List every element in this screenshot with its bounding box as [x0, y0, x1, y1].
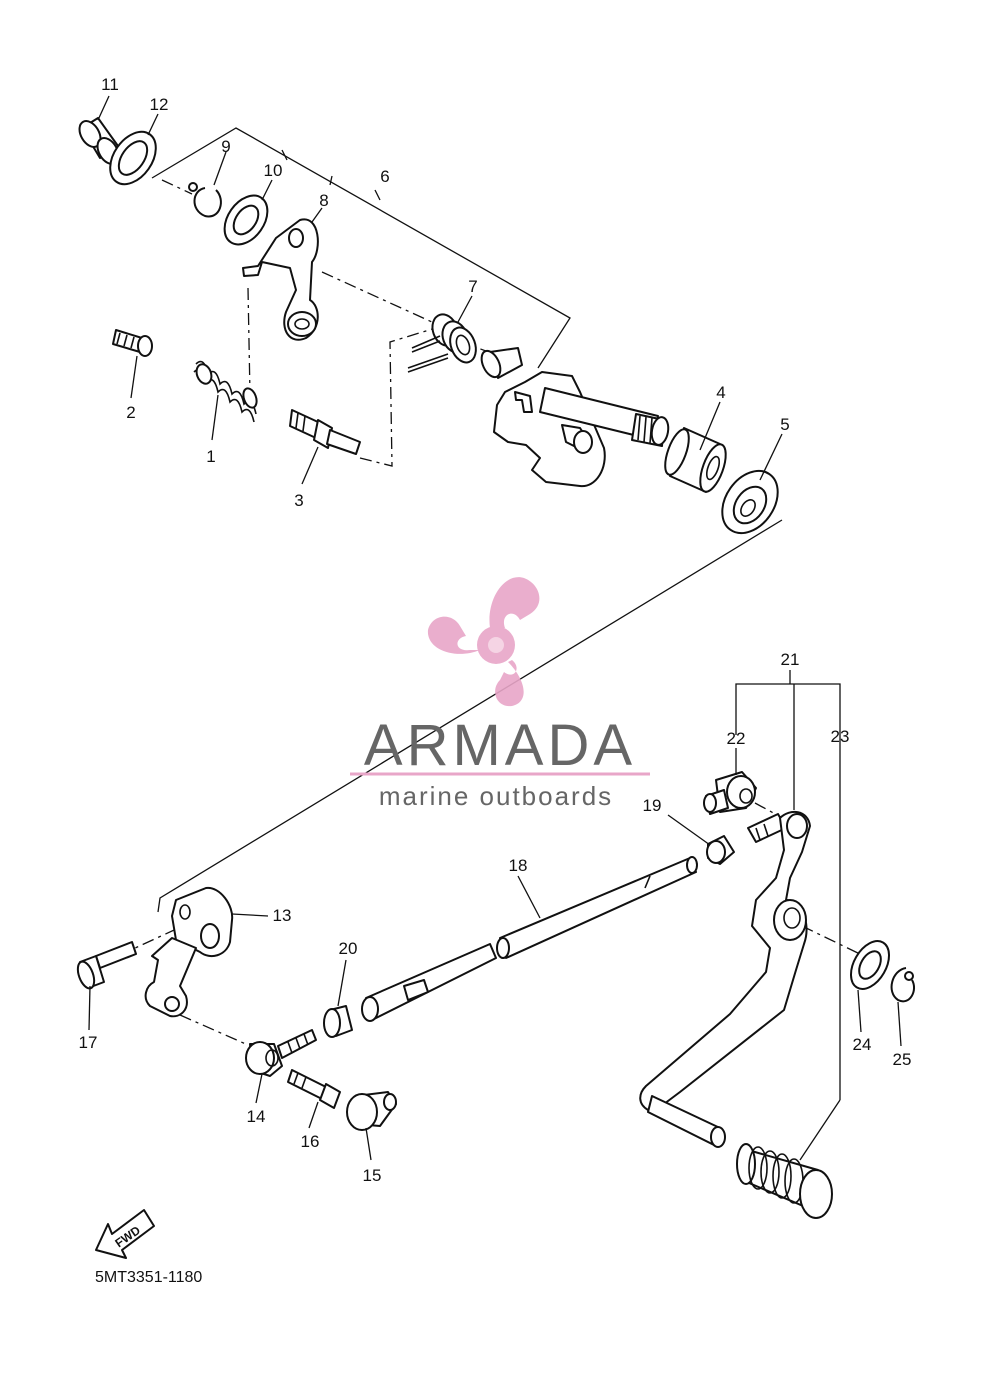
stopper-bolt-part-3 — [289, 409, 361, 455]
callout-2: 2 — [126, 403, 135, 422]
callout-4: 4 — [716, 383, 725, 402]
forward-arrow-icon: FWD — [95, 1209, 155, 1259]
callout-leaders — [88, 95, 902, 1161]
cap-part-15 — [346, 1091, 397, 1131]
callout-16: 16 — [301, 1132, 320, 1151]
callout-20: 20 — [339, 939, 358, 958]
callout-6: 6 — [380, 167, 389, 186]
callout-labels: 1 2 3 4 5 6 7 8 9 10 11 12 13 14 15 16 1… — [79, 75, 912, 1185]
callout-5: 5 — [780, 415, 789, 434]
callout-17: 17 — [79, 1033, 98, 1052]
assembly-brackets — [151, 127, 841, 1100]
pin-part-2 — [112, 329, 153, 357]
callout-18: 18 — [509, 856, 528, 875]
callout-24: 24 — [853, 1035, 872, 1054]
callout-13: 13 — [273, 906, 292, 925]
callout-7: 7 — [468, 277, 477, 296]
callout-23: 23 — [831, 727, 850, 746]
shift-shaft-part-6 — [480, 347, 670, 488]
callout-10: 10 — [264, 161, 283, 180]
callout-21: 21 — [781, 650, 800, 669]
rod-end-part-14 — [245, 1029, 317, 1077]
nut-part-20 — [323, 1005, 353, 1038]
bolt-part-17 — [76, 941, 137, 990]
callout-9: 9 — [221, 137, 230, 156]
nut-part-19 — [706, 835, 735, 865]
callout-25: 25 — [893, 1050, 912, 1069]
callout-14: 14 — [247, 1107, 266, 1126]
shift-arm-part-13 — [144, 886, 234, 1018]
armada-logo-icon — [427, 577, 540, 707]
shift-pedal-part-21 — [639, 810, 811, 1148]
circlip-part-25 — [890, 967, 916, 1003]
watermark-tagline: marine outboards — [379, 781, 613, 811]
torsion-spring-part-7 — [407, 313, 477, 373]
shift-rod-part-18 — [361, 856, 698, 1022]
bolt-part-16 — [287, 1069, 341, 1109]
washer-part-10 — [223, 194, 269, 246]
washer-part-12 — [109, 130, 157, 186]
shift-arm-part-8 — [242, 218, 319, 341]
collar-part-4 — [664, 427, 727, 493]
pedal-rubber-part-23 — [736, 1143, 833, 1219]
diagram-code: 5MT3351-1180 — [95, 1269, 202, 1286]
callout-1: 1 — [206, 447, 215, 466]
spring-part-1 — [193, 360, 258, 423]
callout-22: 22 — [727, 729, 746, 748]
callout-12: 12 — [150, 95, 169, 114]
callout-3: 3 — [294, 491, 303, 510]
watermark-brand: ARMADA — [364, 713, 636, 778]
callout-15: 15 — [363, 1166, 382, 1185]
circlip-part-9 — [188, 182, 222, 218]
callout-8: 8 — [319, 191, 328, 210]
callout-11: 11 — [101, 75, 119, 94]
rod-end-part-22 — [703, 771, 757, 815]
callout-19: 19 — [643, 796, 662, 815]
washer-part-24 — [850, 940, 890, 990]
oil-seal-part-5 — [721, 469, 779, 535]
